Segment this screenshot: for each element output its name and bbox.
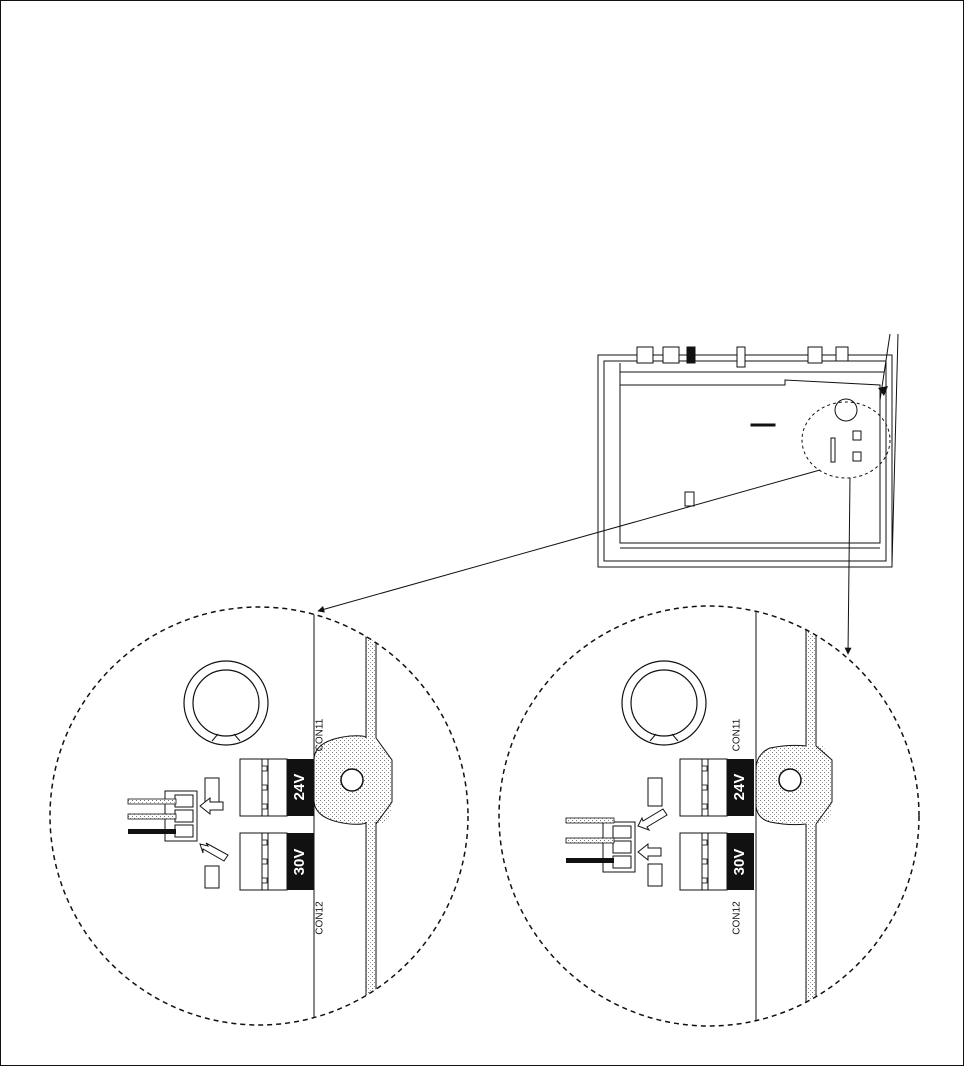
top-connector: [637, 347, 653, 363]
board-part: [831, 438, 835, 462]
plug-right: [566, 778, 667, 886]
connector-con12: 30V: [680, 833, 754, 890]
board-part: [751, 424, 775, 426]
connector-con12: 30V: [240, 833, 314, 890]
board-part: [853, 431, 861, 440]
top-connector-dark: [687, 347, 695, 363]
insert-arrow: [200, 843, 228, 861]
voltage-label-24v: 24V: [291, 774, 308, 801]
label-con11: CON11: [732, 718, 743, 751]
board-overview: [598, 334, 898, 567]
board-part: [853, 452, 861, 461]
detail-left: 24V 30V CON11 CON12: [50, 600, 468, 1040]
leader-arrow-right: [848, 478, 850, 654]
board-outer-outline: [598, 355, 892, 567]
voltage-label-24v: 24V: [731, 774, 748, 801]
top-connector: [737, 347, 745, 367]
detail-right: 24V 30V CON11 CON12: [499, 600, 919, 1040]
top-connector: [836, 347, 848, 361]
leader-arrow-left: [318, 470, 820, 611]
board-inner-outline: [620, 380, 880, 543]
connector-con11: 24V: [240, 759, 314, 816]
top-connector: [663, 347, 679, 363]
insert-arrow: [638, 844, 661, 860]
voltage-label-30v: 30V: [291, 849, 308, 876]
board-part: [685, 492, 694, 506]
label-con12: CON12: [732, 901, 743, 935]
voltage-label-30v: 30V: [731, 849, 748, 876]
connector-con11: 24V: [680, 759, 754, 816]
plug-left: [128, 778, 228, 888]
insert-arrow: [638, 809, 667, 830]
label-con12: CON12: [315, 901, 326, 935]
label-con11: CON11: [315, 718, 326, 751]
highlight-circle: [802, 402, 890, 478]
top-connector: [808, 347, 822, 363]
